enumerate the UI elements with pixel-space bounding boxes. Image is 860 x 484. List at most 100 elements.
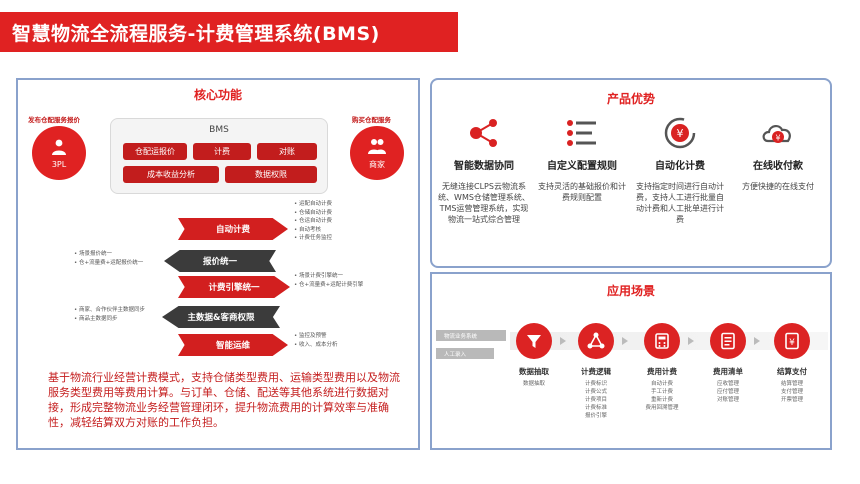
step-label: 结算支付 [777,367,807,376]
rules-list-icon [534,114,630,152]
step-sub-item: 自动计费 [650,381,673,387]
bms-item-billing: 计费 [193,143,251,160]
bms-label: BMS [209,125,229,135]
advantage-desc: 支持灵活的基础报价和计费规则配置 [538,182,626,202]
step-label: 计费逻辑 [581,367,611,376]
step-sub-item: 计费项目 [584,397,607,403]
bms-box: BMS 仓配运报价 计费 对账 成本收益分析 数据权限 [110,118,328,194]
step-sub-item: 报价引擎 [584,413,607,419]
step-sub-item: 应付管理 [716,389,739,395]
step-sub-item: 手工计费 [650,389,673,395]
yen-cycle-icon: ¥ [632,114,728,152]
advantage-desc: 方便快捷的在线支付 [742,182,814,191]
quote-unify-bullets: 场景报价统一 仓+流量费+运配报价统一 [74,250,143,267]
bullet-item: 商家、合作伙伴主数据同步 [74,306,145,315]
bullet-item: 监控及预警 [294,332,338,341]
step-label: 数据抽取 [519,367,549,376]
share-network-icon [436,114,532,152]
advantage-title: 在线收付款 [753,161,803,172]
header-title-bar: 智慧物流全流程服务-计费管理系统(BMS) [0,12,458,52]
step-sub-item: 重新计费 [650,397,673,403]
advantage-title: 智能数据协同 [454,161,514,172]
funnel-icon [516,323,552,359]
subject-permission-arrow: 主数据&客商权限 [162,306,280,328]
advantages-panel: 产品优势 智能数据协同 无缝连接CLPS云物流系统、WMS仓储管理系统、TMS运… [430,78,832,268]
scenarios-title: 应用场景 [606,284,655,298]
bullet-item: 场景报价统一 [74,250,143,259]
step-subs: 结算管理 支付管理 开票管理 [762,380,822,404]
bullet-item: 收入、成本分析 [294,341,338,350]
advantage-title: 自动化计费 [655,161,705,172]
step-label: 费用清单 [713,367,743,376]
step-sub-item: 计费标识 [584,381,607,387]
advantages-title: 产品优势 [606,92,655,106]
step-sub-item: 数据抽取 [522,381,545,387]
billing-engine-arrow: 计费引擎统一 [178,276,290,298]
bullet-item: 商品主数据同步 [74,315,145,324]
merchant-circle: 商家 [350,126,404,180]
person-icon [50,138,68,160]
billing-engine-bullets: 场景计费引擎统一 仓+流量费+运配计费引擎 [294,272,363,289]
step-sub-item: 计费公式 [584,389,607,395]
advantage-desc: 无缝连接CLPS云物流系统、WMS仓储管理系统、TMS运营管理系统，实现物流一站… [438,182,530,224]
3pl-label: 3PL [51,159,67,169]
logic-network-icon [578,323,614,359]
bullet-item: 自动考核 [294,226,332,235]
bullet-item: 计费任务监控 [294,234,332,243]
subject-permission-bullets: 商家、合作伙伴主数据同步 商品主数据同步 [74,306,145,323]
quote-unify-arrow: 报价统一 [164,250,276,272]
source-bar-system: 物流业务系统 [436,330,506,341]
advantage-item: 智能数据协同 无缝连接CLPS云物流系统、WMS仓储管理系统、TMS运营管理系统… [436,114,532,225]
bms-item-cost-analysis: 成本收益分析 [123,166,219,183]
scenarios-panel: 应用场景 物流业务系统 人工录入 数据抽取 数据抽取 计费逻辑 计费标识 计费公… [430,272,832,450]
svg-text:¥: ¥ [775,134,780,143]
core-functions-panel: 核心功能 发布仓配服务报价 3PL 购买仓配服务 商家 BMS 仓配运报价 计费… [16,78,420,450]
3pl-caption: 发布仓配服务报价 [28,116,80,124]
bullet-item: 场景计费引擎统一 [294,272,363,281]
step-sub-item: 费用回溯管理 [645,405,679,411]
auto-billing-arrow: 自动计费 [178,218,288,240]
bms-item-quote: 仓配运报价 [123,143,187,160]
step-subs: 应收管理 应付管理 对账管理 [698,380,758,404]
merchant-label: 商家 [369,159,385,169]
advantage-title: 自定义配置规则 [547,161,617,172]
svg-text:¥: ¥ [789,338,795,348]
step-sub-item: 开票管理 [780,397,803,403]
step-sub-item: 结算管理 [780,381,803,387]
smart-ops-arrow: 智能运维 [178,334,288,356]
flow-arrow [560,337,566,345]
core-description: 基于物流行业经营计费模式，支持仓储类型费用、运输类型费用以及物流服务类型费用等费… [48,371,400,429]
step-sub-item: 对账管理 [716,397,739,403]
bullet-item: 仓运自动计费 [294,217,332,226]
step-subs: 计费标识 计费公式 计费项目 计费标准 报价引擎 [566,380,626,420]
flow-arrow [688,337,694,345]
advantage-item: ¥ 自动化计费 支持指定时间进行自动计费，支持人工进行批量自动计费和人工批单进行… [632,114,728,225]
step-sub-item: 支付管理 [780,389,803,395]
bullet-item: 仓储自动计费 [294,209,332,218]
core-functions-title: 核心功能 [193,88,242,102]
smart-ops-bullets: 监控及预警 收入、成本分析 [294,332,338,349]
yen-cloud-icon: ¥ [730,114,826,152]
step-label: 费用计费 [647,367,677,376]
step-subs: 数据抽取 [504,380,564,388]
advantage-item: 自定义配置规则 支持灵活的基础报价和计费规则配置 [534,114,630,203]
document-list-icon [710,323,746,359]
bullet-item: 仓+流量费+运配报价统一 [74,259,143,268]
page-title: 智慧物流全流程服务-计费管理系统(BMS) [12,22,380,45]
merchant-caption: 购买仓配服务 [352,116,391,124]
advantage-item: ¥ 在线收付款 方便快捷的在线支付 [730,114,826,192]
bms-item-reconcile: 对账 [257,143,317,160]
svg-text:¥: ¥ [677,127,684,140]
auto-billing-bullets: 运配自动计费 仓储自动计费 仓运自动计费 自动考核 计费任务监控 [294,200,332,243]
bullet-item: 运配自动计费 [294,200,332,209]
step-sub-item: 计费标准 [584,405,607,411]
flow-arrow [622,337,628,345]
advantage-desc: 支持指定时间进行自动计费，支持人工进行批量自动计费和人工批单进行计费 [636,182,724,224]
flow-arrow [754,337,760,345]
yen-document-icon: ¥ [774,323,810,359]
3pl-circle: 3PL [32,126,86,180]
source-bar-manual: 人工录入 [436,348,494,359]
bms-item-data-permission: 数据权限 [225,166,317,183]
step-sub-item: 应收管理 [716,381,739,387]
people-icon [367,137,387,159]
